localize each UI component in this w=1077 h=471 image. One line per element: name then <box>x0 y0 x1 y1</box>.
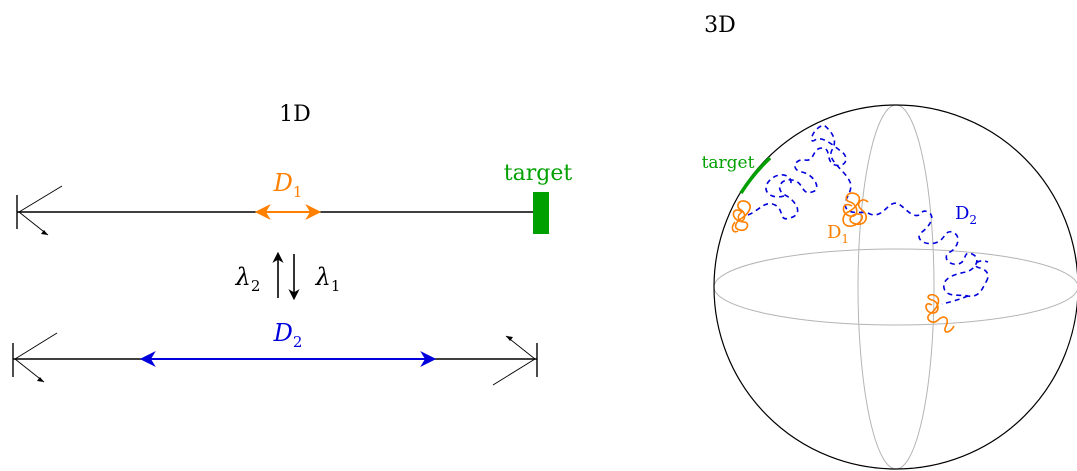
blue-path-segment-4 <box>942 296 968 304</box>
panel-3d: 3D target D1 D2 <box>702 13 1077 469</box>
fast-line-left-reflect-in <box>19 186 62 212</box>
fast-tangle-3 <box>926 295 954 332</box>
target-bar <box>533 192 549 234</box>
panel-3d-title: 3D <box>704 13 736 38</box>
line-slow-state: D2 <box>13 319 537 385</box>
sphere-meridian <box>858 105 934 469</box>
slow-left-reflect-in <box>15 333 57 359</box>
rate-down-label: λ1 <box>315 263 341 295</box>
slow-right-reflect-in <box>493 359 535 385</box>
target-label-1d: target <box>504 161 573 186</box>
fast-tangle-1 <box>733 201 750 230</box>
blue-path-segment-3 <box>975 261 988 282</box>
panel-1d-title: 1D <box>279 102 311 127</box>
d1-label-1d: D1 <box>273 169 303 201</box>
panel-1d: 1D target D1 λ2 λ1 <box>13 102 572 385</box>
target-label-3d: target <box>702 153 755 173</box>
line-fast-state: target D1 <box>17 161 572 235</box>
sphere-equator <box>714 249 1077 325</box>
d2-label-3d: D2 <box>955 203 977 227</box>
blue-path-segment-2 <box>766 175 791 197</box>
d2-label-1d: D2 <box>273 319 303 351</box>
slow-diffusion-path-3d <box>748 125 986 296</box>
switching-rates: λ2 λ1 <box>235 254 341 298</box>
rate-up-label: λ2 <box>235 263 261 295</box>
